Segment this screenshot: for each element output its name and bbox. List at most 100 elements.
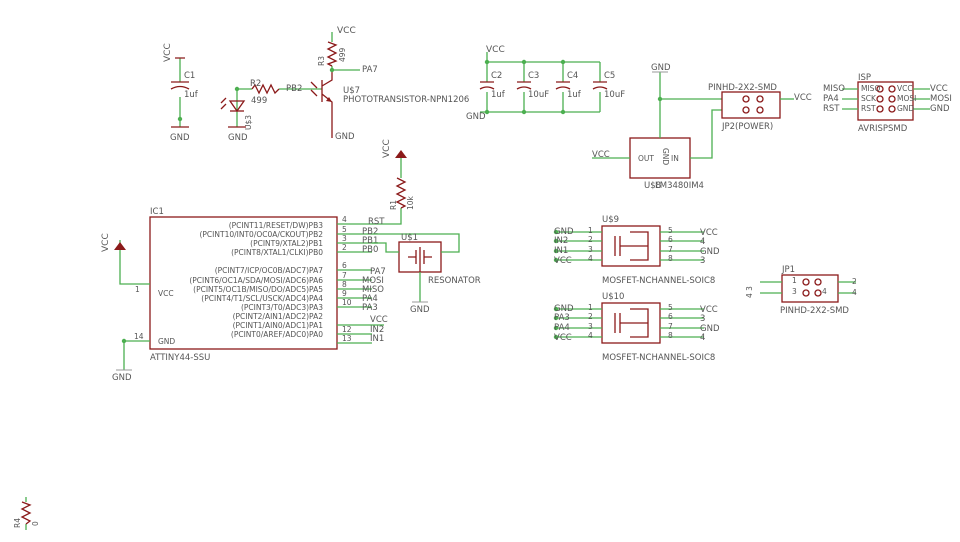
ic1-gnd-pin: GND bbox=[158, 337, 175, 346]
pin: 4 bbox=[822, 287, 827, 296]
ic1-pin-num: 7 bbox=[342, 271, 347, 280]
net-pa4-label: PA4 bbox=[823, 94, 839, 104]
isp-name: ISP bbox=[858, 73, 871, 83]
resistor-r1[interactable]: VCC R1 10k bbox=[382, 139, 415, 225]
pin: 6 bbox=[668, 312, 673, 321]
gnd-label: GND bbox=[170, 133, 190, 143]
reg-in-pin: IN bbox=[671, 154, 679, 163]
pin: 8 bbox=[668, 254, 673, 263]
ic1-pin-num: 2 bbox=[342, 243, 347, 252]
net-3: 3 bbox=[700, 256, 705, 266]
ic1-attiny44[interactable]: IC1 ATTINY44-SSU VCC GND 1 14 VCC GND (P… bbox=[101, 207, 388, 383]
net-in2-label: IN2 bbox=[554, 236, 568, 246]
resonator-u1[interactable]: U$1 RESONATOR GND bbox=[372, 233, 481, 315]
ic1-pin-num: 9 bbox=[342, 289, 347, 298]
led-u3[interactable]: U$3 GND bbox=[220, 86, 253, 143]
ic1-net: PA7 bbox=[370, 267, 386, 277]
pin: 5 bbox=[668, 226, 673, 235]
phototransistor-u7[interactable]: PA7 U$7 PHOTOTRANSISTOR-NPN1206 GND bbox=[310, 65, 469, 142]
gnd-label: GND bbox=[228, 133, 248, 143]
c1-value: 1uf bbox=[184, 90, 199, 100]
capacitor-bank[interactable]: VCC GND C2 1uf C3 10uF C4 1uf C5 10uF bbox=[466, 45, 625, 122]
c5-name: C5 bbox=[604, 71, 615, 81]
u7-part: PHOTOTRANSISTOR-NPN1206 bbox=[343, 95, 469, 105]
ic1-pin-num: 13 bbox=[342, 334, 352, 343]
r2-name: R2 bbox=[250, 79, 261, 89]
vcc-label: VCC bbox=[930, 84, 948, 94]
header-isp[interactable]: ISP AVRISPSMD MISO PA4 RST MISO SCK RST … bbox=[823, 73, 952, 134]
mosfet-u9[interactable]: U$9 MOSFET-NCHANNEL-SOIC8 GND IN2 IN1 VC… bbox=[553, 215, 720, 286]
ic1-pin-name: (PCINT7/ICP/OC0B/ADC7)PA7 bbox=[215, 266, 323, 275]
pin: 2 bbox=[852, 277, 857, 286]
pin: 4 bbox=[588, 331, 593, 340]
vcc-label: VCC bbox=[700, 305, 718, 315]
jp1-name: JP1 bbox=[781, 265, 795, 275]
ic1-name: IC1 bbox=[150, 207, 164, 217]
net-in1-label: IN1 bbox=[554, 246, 568, 256]
net-rst-label: RST bbox=[823, 104, 840, 114]
isp-pin-miso: MISO bbox=[861, 84, 880, 93]
resistor-r4[interactable]: R4 0 bbox=[13, 497, 40, 530]
ic1-net: PB2 bbox=[362, 227, 378, 237]
gnd-label: GND bbox=[112, 373, 132, 383]
u10-name: U$10 bbox=[602, 292, 624, 302]
net-pb2-label: PB2 bbox=[286, 84, 302, 94]
u1-part: RESONATOR bbox=[428, 276, 481, 286]
pin: 5 bbox=[668, 303, 673, 312]
net-miso-label: MISO bbox=[823, 84, 845, 94]
ic1-pin-name: (PCINT9/XTAL2)PB1 bbox=[250, 239, 323, 248]
gnd-label: GND bbox=[700, 324, 720, 334]
pin: 3 bbox=[588, 245, 593, 254]
r1-value: 10k bbox=[406, 195, 415, 210]
header-jp2[interactable]: PINHD-2X2-SMD JP2(POWER) VCC bbox=[708, 83, 812, 132]
gnd-label: GND bbox=[410, 305, 430, 315]
ic1-net: MISO bbox=[362, 285, 384, 295]
isp-pin-gnd: GND bbox=[897, 104, 914, 113]
resistor-r3[interactable]: VCC R3 499 bbox=[317, 26, 356, 70]
net-pa4-label: PA4 bbox=[554, 323, 570, 333]
c5-value: 10uF bbox=[604, 90, 625, 100]
ic1-pin-name: (PCINT3/T0/ADC3)PA3 bbox=[241, 303, 323, 312]
ic1-pin-name: (PCINT5/OC1B/MISO/DO/ADC5)PA5 bbox=[193, 285, 323, 294]
pin: 1 bbox=[588, 226, 593, 235]
ic1-net: PB1 bbox=[362, 236, 378, 246]
regulator-u8[interactable]: GND VCC OUT IN GND U$8 LM3480IM4 bbox=[592, 63, 722, 191]
capacitor-c1[interactable]: VCC C1 1uf GND bbox=[163, 43, 199, 143]
pin: 3 bbox=[588, 322, 593, 331]
c2-value: 1uf bbox=[491, 90, 506, 100]
gnd-label: GND bbox=[554, 304, 574, 314]
c4-name: C4 bbox=[567, 71, 578, 81]
ic1-pin-name: (PCINT8/XTAL1/CLKI)PB0 bbox=[231, 248, 323, 257]
ic1-net: PA3 bbox=[362, 303, 378, 313]
ic1-pin-name: (PCINT6/OC1A/SDA/MOSI/ADC6)PA6 bbox=[189, 276, 323, 285]
u10-part: MOSFET-NCHANNEL-SOIC8 bbox=[602, 353, 715, 363]
net-mosi-label: MOSI bbox=[930, 94, 952, 104]
u9-part: MOSFET-NCHANNEL-SOIC8 bbox=[602, 276, 715, 286]
ic1-pin-name: (PCINT11/RESET/DW)PB3 bbox=[229, 221, 324, 230]
reg-name: U$8 bbox=[644, 181, 661, 191]
c4-value: 1uf bbox=[567, 90, 582, 100]
isp-pin-rst: RST bbox=[861, 104, 876, 113]
jp2-part: PINHD-2X2-SMD bbox=[708, 83, 777, 93]
mosfet-u10[interactable]: U$10 MOSFET-NCHANNEL-SOIC8 GND PA3 PA4 V… bbox=[553, 292, 720, 363]
ic1-net: IN2 bbox=[370, 325, 384, 335]
ic1-net: IN1 bbox=[370, 334, 384, 344]
pin: 2 bbox=[588, 235, 593, 244]
net-3: 3 bbox=[700, 314, 705, 324]
header-jp1[interactable]: JP1 PINHD-2X2-SMD 4 3 1 3 4 2 4 bbox=[745, 265, 857, 316]
pin: 1 bbox=[792, 276, 797, 285]
r2-value: 499 bbox=[251, 96, 267, 106]
reg-gnd-pin: GND bbox=[661, 148, 670, 165]
jp1-part: PINHD-2X2-SMD bbox=[780, 306, 849, 316]
resistor-r2[interactable]: R2 499 PB2 bbox=[237, 79, 322, 106]
u3-name: U$3 bbox=[244, 115, 253, 130]
pin: 8 bbox=[668, 331, 673, 340]
gnd-label: GND bbox=[466, 112, 486, 122]
ic1-pin-num: 6 bbox=[342, 261, 347, 270]
vcc-label: VCC bbox=[554, 333, 572, 343]
ic1-net: PB0 bbox=[362, 245, 378, 255]
c3-value: 10uF bbox=[528, 90, 549, 100]
vcc-label: VCC bbox=[101, 233, 111, 252]
gnd-label: GND bbox=[554, 227, 574, 237]
jp2-name: JP2(POWER) bbox=[721, 122, 773, 132]
